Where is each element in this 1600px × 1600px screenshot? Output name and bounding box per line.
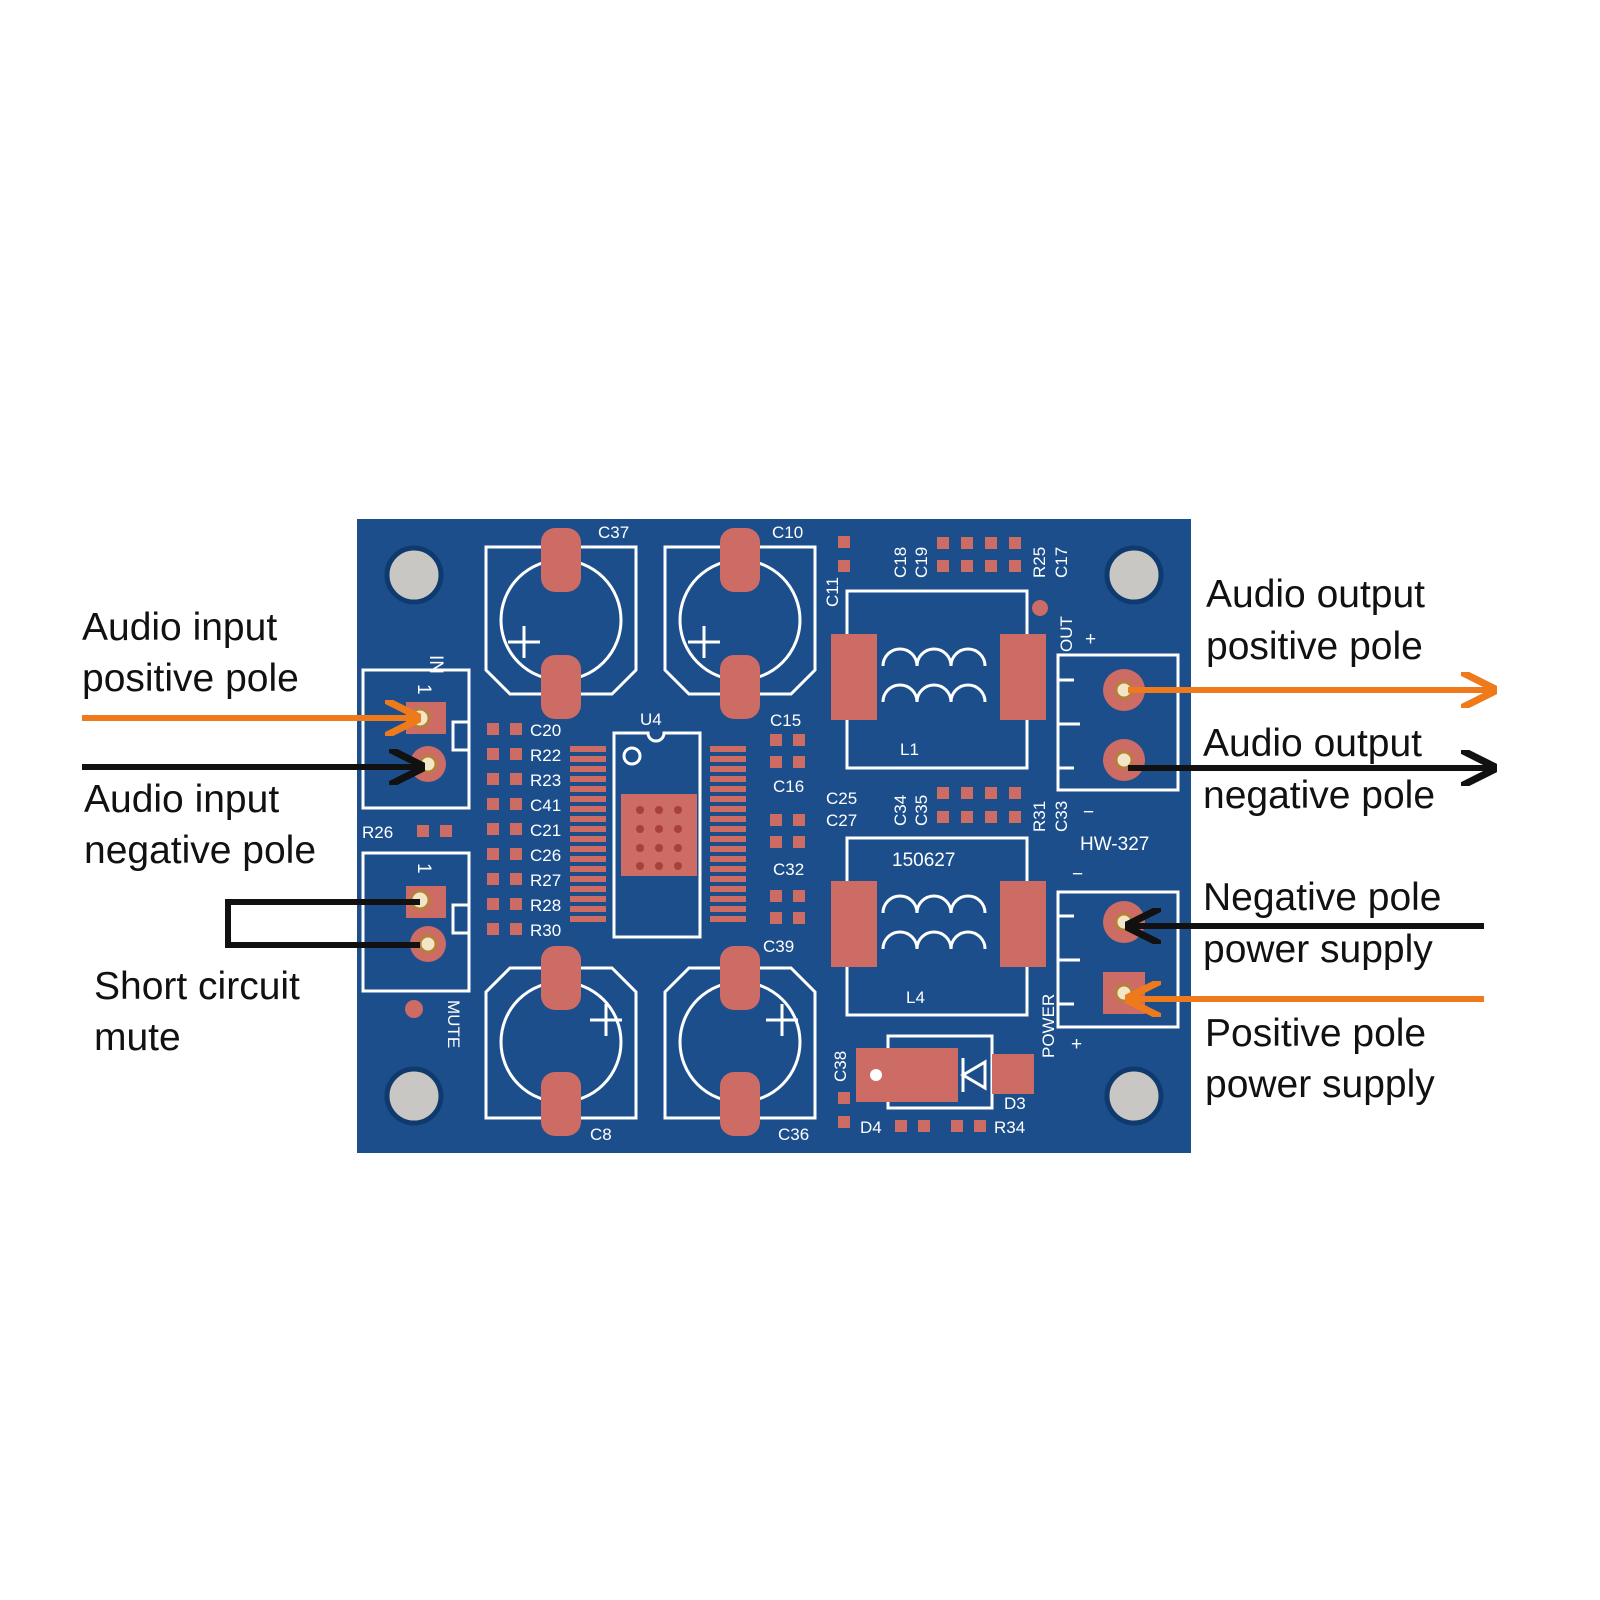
inductor-l4: 150627 L4	[831, 836, 1046, 1017]
inductor-l1: L1	[831, 589, 1048, 770]
cap-c36: C36	[663, 946, 817, 1144]
r26-label: R26	[362, 823, 393, 842]
mute-pin-one: 1	[413, 863, 434, 874]
r34-label: R34	[994, 1118, 1025, 1137]
mute-label: MUTE	[444, 1000, 463, 1048]
c41-label: C41	[530, 796, 561, 815]
d3-label: D3	[1004, 1094, 1026, 1113]
c36-label: C36	[778, 1125, 809, 1144]
callout-line: power supply	[1203, 928, 1433, 971]
in-label: IN	[425, 655, 446, 674]
c37-label: C37	[598, 523, 629, 542]
callout-line: positive pole	[82, 657, 299, 700]
d4-label: D4	[860, 1118, 882, 1137]
c27-label: C27	[826, 811, 857, 830]
callout-line: negative pole	[1203, 774, 1435, 817]
ic-u4: U4	[570, 710, 746, 939]
r23-label: R23	[530, 771, 561, 790]
r22-label: R22	[530, 746, 561, 765]
callout-line: power supply	[1205, 1063, 1435, 1106]
cap-c10: C10	[663, 523, 817, 719]
callout-line: Short circuit	[94, 965, 300, 1008]
output-connector: OUT + − HW-327	[1056, 616, 1180, 855]
c19-label: C19	[912, 547, 931, 578]
c32-label: C32	[773, 860, 804, 879]
u4-label: U4	[640, 710, 662, 729]
r27-label: R27	[530, 871, 561, 890]
r31-label: R31	[1030, 801, 1049, 832]
left-smd-column: C20 R22 R23 C41 C21 C26 R27 R28 R30	[487, 721, 561, 940]
r30-label: R30	[530, 921, 561, 940]
model-label: HW-327	[1080, 834, 1149, 855]
callout-line: Positive pole	[1205, 1012, 1426, 1055]
callout-negative-power: Negative pole power supply	[1203, 876, 1442, 971]
c39-label: C39	[763, 937, 794, 956]
callout-audio-output-negative: Audio output negative pole	[1203, 722, 1435, 817]
c8-label: C8	[590, 1125, 612, 1144]
c34-label: C34	[891, 795, 910, 826]
in-pin-one: 1	[413, 684, 434, 695]
arrows	[82, 690, 1490, 999]
date-code-label: 150627	[892, 850, 955, 871]
callout-positive-power: Positive pole power supply	[1205, 1012, 1435, 1106]
r25-label: R25	[1030, 547, 1049, 578]
power-plus: +	[1071, 1034, 1082, 1055]
callout-line: negative pole	[84, 829, 316, 872]
c38-label: C38	[831, 1051, 850, 1082]
c33-label: C33	[1052, 801, 1071, 832]
callout-line: Negative pole	[1203, 876, 1442, 919]
callout-line: Audio input	[82, 606, 277, 649]
c20-label: C20	[530, 721, 561, 740]
out-plus: +	[1085, 629, 1096, 650]
right-smd-column: C15 C16 C32 C39	[763, 711, 805, 956]
top-smd-cluster: C11 C18 C19 R25 C17	[823, 536, 1071, 607]
r28-label: R28	[530, 896, 561, 915]
c15-label: C15	[770, 711, 801, 730]
l1-label: L1	[900, 740, 919, 759]
mounting-holes	[384, 545, 1164, 1126]
diode-area: C38 D3 D4 R34	[831, 1034, 1034, 1137]
callout-line: Audio input	[84, 778, 279, 821]
power-label: POWER	[1039, 994, 1058, 1058]
mute-short-bracket	[225, 899, 420, 948]
l4-label: L4	[906, 988, 925, 1007]
callout-audio-input-positive: Audio input positive pole	[82, 606, 299, 700]
c18-label: C18	[891, 547, 910, 578]
callout-short-circuit-mute: Short circuit mute	[94, 965, 300, 1059]
callout-audio-output-positive: Audio output positive pole	[1206, 573, 1425, 668]
c11-label: C11	[823, 577, 842, 607]
c35-label: C35	[912, 795, 931, 826]
callout-line: Audio output	[1206, 573, 1425, 616]
callout-line: mute	[94, 1016, 181, 1059]
c10-label: C10	[772, 523, 803, 542]
out-minus: −	[1083, 802, 1094, 823]
cap-c8: C8	[484, 946, 638, 1144]
c21-label: C21	[530, 821, 561, 840]
callout-audio-input-negative: Audio input negative pole	[84, 778, 316, 872]
callout-line: Audio output	[1203, 722, 1422, 765]
c16-label: C16	[773, 777, 804, 796]
out-label: OUT	[1057, 616, 1076, 652]
callout-line: positive pole	[1206, 625, 1423, 668]
power-minus: −	[1072, 864, 1083, 885]
cap-c37: C37	[484, 523, 638, 719]
mid-smd-cluster: C25 C27 C34 C35 R31 C33	[826, 787, 1071, 832]
c25-label: C25	[826, 789, 857, 808]
c17-label: C17	[1052, 547, 1071, 578]
c26-label: C26	[530, 846, 561, 865]
